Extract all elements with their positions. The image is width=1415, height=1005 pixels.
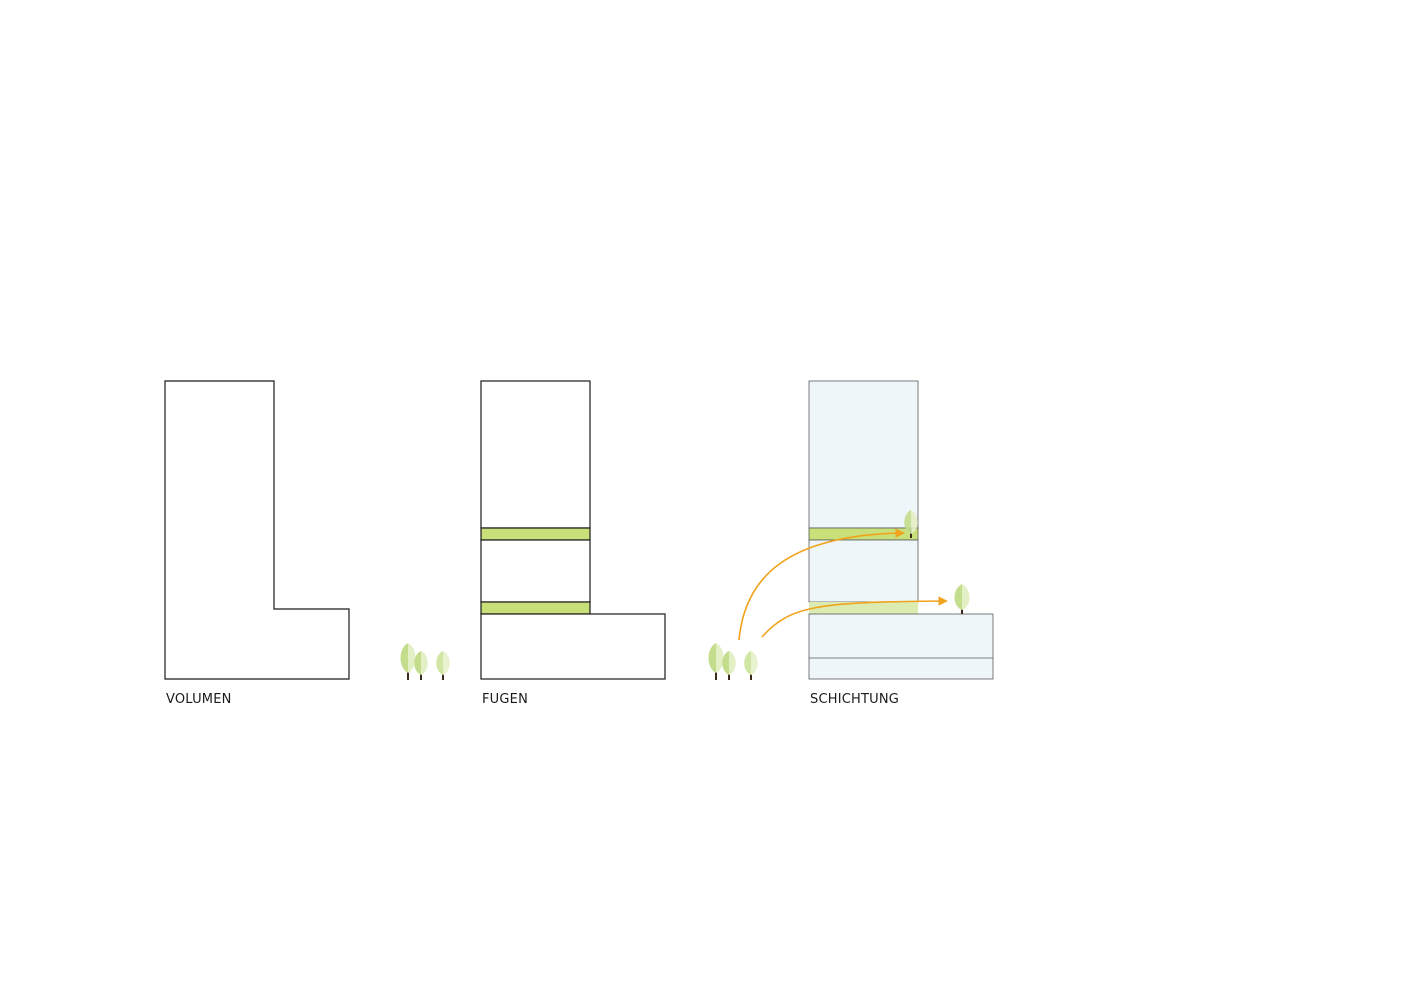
tree-icon: [744, 651, 758, 680]
green-joint-lower: [480, 601, 591, 615]
tree-icon: [400, 643, 416, 680]
green-terrace-lower: [809, 602, 918, 614]
volume-block-top: [480, 380, 591, 529]
layer-block-base: [808, 613, 994, 680]
diagram-label-volumen: VOLUMEN: [166, 692, 232, 707]
arrow-icon: [738, 528, 905, 641]
tree-icon: [414, 651, 428, 680]
tree-group-1: [400, 643, 450, 680]
arrow-icon: [761, 596, 948, 638]
diagram-label-fugen: FUGEN: [482, 692, 529, 707]
layer-block-middle: [808, 539, 919, 603]
fugen-diagram: [480, 380, 666, 680]
tree-icon: [436, 651, 450, 680]
volume-block-base: [480, 613, 666, 680]
l-shaped-volume: [164, 380, 350, 680]
layer-block-top: [808, 380, 919, 529]
tree-icon: [722, 651, 736, 680]
tree-group-2: [708, 643, 758, 680]
schichtung-diagram: [738, 380, 994, 680]
volumen-diagram: [164, 380, 350, 680]
tree-icon: [954, 584, 970, 614]
diagram-label-schichtung: SCHICHTUNG: [810, 692, 900, 707]
volume-block-middle: [480, 539, 591, 603]
tree-icon: [708, 643, 724, 680]
green-terrace-upper: [808, 527, 919, 541]
green-joint-upper: [480, 527, 591, 541]
tree-icon: [904, 510, 918, 538]
